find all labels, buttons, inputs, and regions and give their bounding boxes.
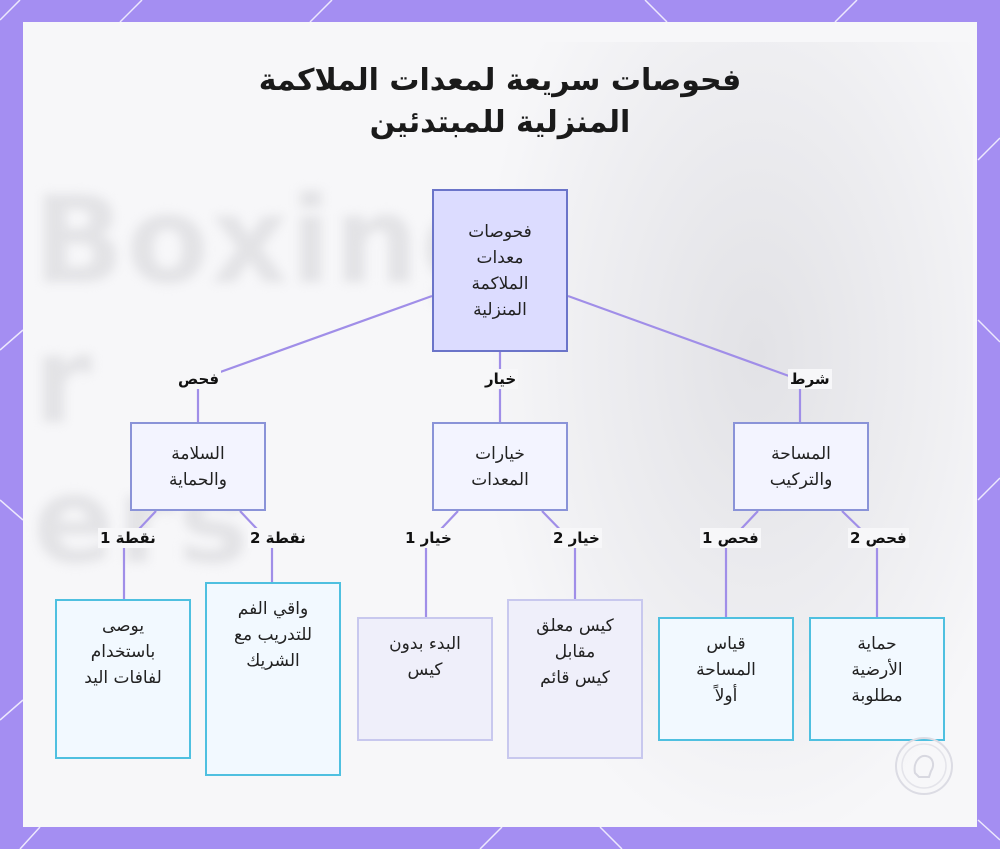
- boxing-glove-seal-icon: [893, 735, 955, 797]
- node-wraps: يوصى باستخدام لفافات اليد: [55, 599, 191, 759]
- edge-label-condition: شرط: [788, 369, 832, 389]
- node-nobag: البدء بدون كيس: [357, 617, 493, 741]
- edge-label-check-2: فحص 2: [848, 528, 909, 548]
- node-floor: حماية الأرضية مطلوبة: [809, 617, 945, 741]
- edge-label-check: فحص: [176, 369, 221, 389]
- edge-label-check-1: فحص 1: [700, 528, 761, 548]
- node-hangbag: كيس معلق مقابل كيس قائم: [507, 599, 643, 759]
- edge-label-point-2: نقطة 2: [248, 528, 308, 548]
- node-options: خيارات المعدات: [432, 422, 568, 511]
- edge-label-point-1: نقطة 1: [98, 528, 158, 548]
- edge-root-space: [568, 296, 800, 380]
- edge-root-safety: [198, 296, 432, 380]
- node-safety: السلامة والحماية: [130, 422, 266, 511]
- node-mouthguard: واقي الفم للتدريب مع الشريك: [205, 582, 341, 776]
- edge-label-option-2: خيار 2: [551, 528, 602, 548]
- node-space: المساحة والتركيب: [733, 422, 869, 511]
- node-measure: قياس المساحة أولاً: [658, 617, 794, 741]
- node-root: فحوصات معدات الملاكمة المنزلية: [432, 189, 568, 352]
- edge-label-option-1: خيار 1: [403, 528, 454, 548]
- edge-label-option: خيار: [483, 369, 518, 389]
